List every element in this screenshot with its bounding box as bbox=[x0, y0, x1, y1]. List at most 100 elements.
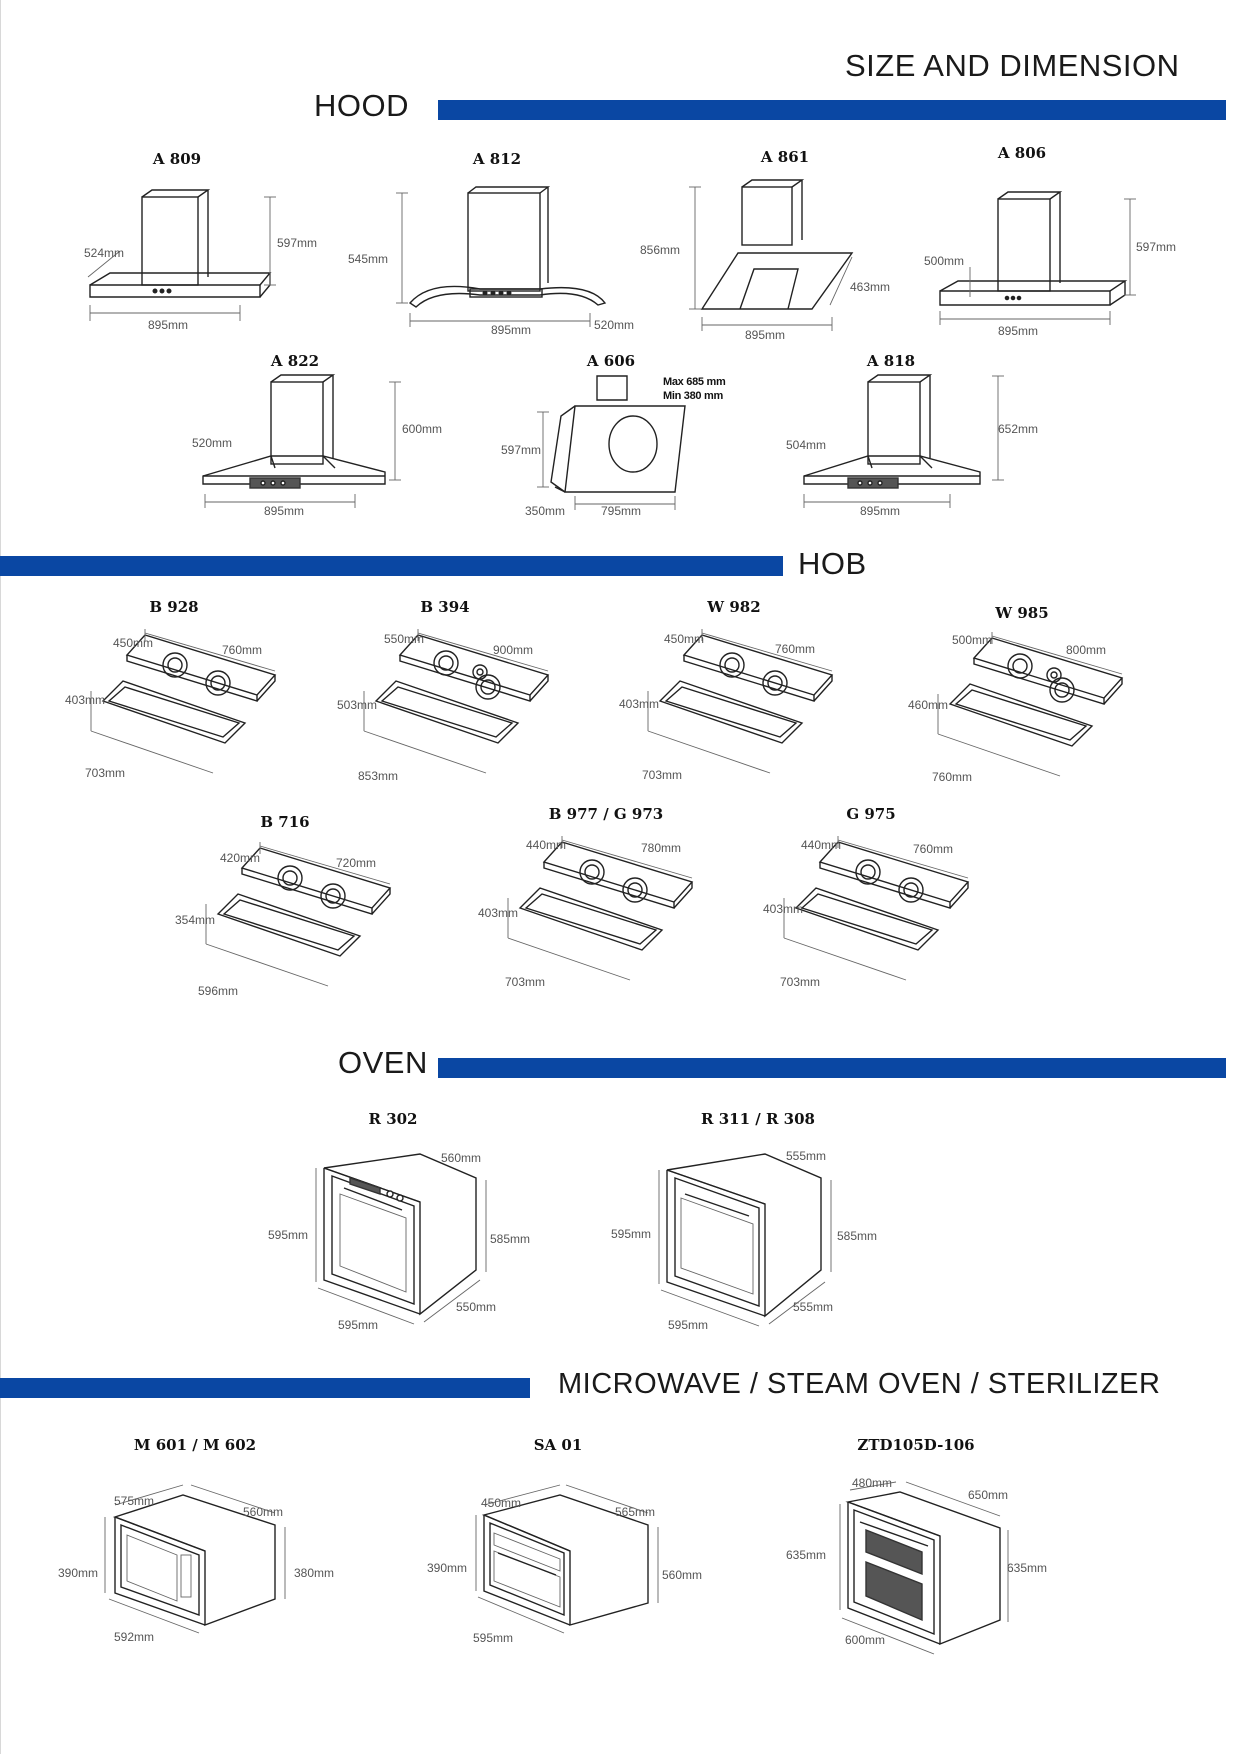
dimension-label: 703mm bbox=[505, 975, 546, 989]
dimension-label: 597mm bbox=[277, 236, 318, 250]
oven-model-label: R 311 / R 308 bbox=[701, 1110, 815, 1128]
hood-a806-drawing bbox=[939, 191, 1136, 325]
dimension-label: 403mm bbox=[763, 902, 804, 916]
dimension-label: 895mm bbox=[264, 504, 305, 518]
dimension-label: 760mm bbox=[775, 642, 816, 656]
dimension-label: 895mm bbox=[491, 323, 532, 337]
hob-w985-drawing bbox=[937, 632, 1124, 777]
dimension-label: 900mm bbox=[493, 643, 534, 657]
dimension-label: 545mm bbox=[348, 252, 389, 266]
dimension-label: 500mm bbox=[952, 633, 993, 647]
hob-model-label: W 982 bbox=[707, 598, 761, 616]
section-title-microwave: MICROWAVE / STEAM OVEN / STERILIZER bbox=[558, 1368, 1161, 1400]
dimension-label: 635mm bbox=[1007, 1561, 1048, 1575]
microwave-model-label: M 601 / M 602 bbox=[133, 1436, 257, 1454]
hob-model-label: B 394 bbox=[420, 598, 470, 616]
hood-a818-drawing bbox=[803, 374, 1004, 508]
dimension-label: 550mm bbox=[384, 632, 425, 646]
dimension-label: 380mm bbox=[294, 1566, 335, 1580]
dimension-label: 520mm bbox=[594, 318, 635, 332]
dimension-label: 895mm bbox=[860, 504, 901, 518]
hood-a606-drawing bbox=[537, 375, 686, 510]
hob-model-label: B 928 bbox=[149, 598, 199, 616]
dimension-label: 600mm bbox=[845, 1633, 886, 1647]
section-bar-hob bbox=[0, 556, 783, 576]
oven-r302-drawing bbox=[315, 1153, 487, 1325]
dimension-label: 390mm bbox=[427, 1561, 468, 1575]
section-bar-microwave bbox=[0, 1378, 530, 1398]
hob-model-label: W 985 bbox=[995, 604, 1049, 622]
oven-r311-drawing bbox=[658, 1153, 832, 1327]
dimension-label: 596mm bbox=[198, 984, 239, 998]
dimension-label: 595mm bbox=[611, 1227, 652, 1241]
dimension-label: 524mm bbox=[84, 246, 125, 260]
hob-model-label: B 716 bbox=[260, 813, 310, 831]
hood-a822-drawing bbox=[202, 374, 401, 508]
dimension-label: 503mm bbox=[337, 698, 378, 712]
dimension-label: 460mm bbox=[908, 698, 949, 712]
dimension-label: 450mm bbox=[481, 1496, 522, 1510]
dimension-label: 853mm bbox=[358, 769, 399, 783]
hood-model-label: A 822 bbox=[270, 352, 320, 370]
dimension-label: 595mm bbox=[668, 1318, 709, 1332]
hob-g975-drawing bbox=[783, 836, 970, 981]
hood-model-label: A 818 bbox=[866, 352, 916, 370]
dimension-label: 597mm bbox=[1136, 240, 1177, 254]
dimension-label: 597mm bbox=[501, 443, 542, 457]
dimension-label: 595mm bbox=[338, 1318, 379, 1332]
section-title-hob: HOB bbox=[798, 546, 867, 581]
a606-max-note: Max 685 mm bbox=[663, 376, 726, 388]
sterilizer-ztd105d-drawing bbox=[839, 1481, 1009, 1655]
hob-b977-drawing bbox=[507, 836, 694, 981]
dimension-label: 780mm bbox=[641, 841, 682, 855]
dimension-label: 575mm bbox=[114, 1494, 155, 1508]
dimension-label: 450mm bbox=[664, 632, 705, 646]
oven-model-label: R 302 bbox=[368, 1110, 418, 1128]
dimension-label: 635mm bbox=[786, 1548, 827, 1562]
dimension-label: 403mm bbox=[65, 693, 106, 707]
dimension-label: 403mm bbox=[478, 906, 519, 920]
section-title-hood: HOOD bbox=[314, 88, 409, 123]
dimension-label: 555mm bbox=[786, 1149, 827, 1163]
dimension-label: 560mm bbox=[662, 1568, 703, 1582]
dimension-label: 895mm bbox=[745, 328, 786, 342]
hob-b394-drawing bbox=[363, 629, 550, 774]
microwave-model-label: ZTD105D-106 bbox=[857, 1436, 975, 1454]
dimension-label: 600mm bbox=[402, 422, 443, 436]
dimension-label: 420mm bbox=[220, 851, 261, 865]
dimension-label: 585mm bbox=[490, 1232, 531, 1246]
dimension-label: 560mm bbox=[441, 1151, 482, 1165]
dimension-label: 703mm bbox=[642, 768, 683, 782]
hood-a812-drawing bbox=[396, 186, 607, 327]
dimension-label: 520mm bbox=[192, 436, 233, 450]
dimension-label: 504mm bbox=[786, 438, 827, 452]
dimension-label: 354mm bbox=[175, 913, 216, 927]
dimension-label: 440mm bbox=[801, 838, 842, 852]
dimension-label: 856mm bbox=[640, 243, 681, 257]
dimension-label: 560mm bbox=[243, 1505, 284, 1519]
hood-a809-drawing bbox=[87, 189, 276, 321]
steam-oven-sa01-drawing bbox=[475, 1484, 659, 1634]
dimension-label: 390mm bbox=[58, 1566, 99, 1580]
section-bar-oven bbox=[438, 1058, 1226, 1078]
dimension-label: 565mm bbox=[615, 1505, 656, 1519]
section-bar-hood bbox=[438, 100, 1226, 120]
dimension-label: 895mm bbox=[148, 318, 189, 332]
hob-b928-drawing bbox=[90, 629, 277, 774]
dimension-label: 463mm bbox=[850, 280, 891, 294]
hood-model-label: A 806 bbox=[997, 144, 1047, 162]
dimension-label: 760mm bbox=[222, 643, 263, 657]
dimension-label: 500mm bbox=[924, 254, 965, 268]
page-left-rule bbox=[0, 0, 1, 1754]
microwave-m601-drawing bbox=[104, 1484, 286, 1634]
microwave-model-label: SA 01 bbox=[533, 1436, 583, 1454]
dimension-label: 595mm bbox=[473, 1631, 514, 1645]
dimension-label: 555mm bbox=[793, 1300, 834, 1314]
hob-b716-drawing bbox=[205, 842, 392, 987]
a606-min-note: Min 380 mm bbox=[663, 390, 723, 402]
dimension-label: 450mm bbox=[113, 636, 154, 650]
dimension-label: 760mm bbox=[913, 842, 954, 856]
dimension-label: 895mm bbox=[998, 324, 1039, 338]
dimension-label: 703mm bbox=[780, 975, 821, 989]
dimension-label: 652mm bbox=[998, 422, 1039, 436]
